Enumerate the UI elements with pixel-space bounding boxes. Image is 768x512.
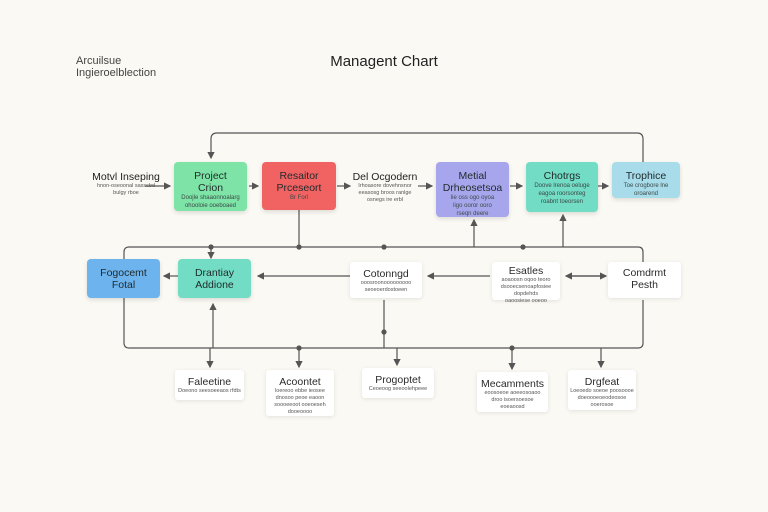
- node-desc: Irhoasore dovehnsnor: [358, 183, 412, 189]
- node-desc: osnegs ire erbl: [366, 197, 404, 203]
- node-desc: Ceoeoog seeoolehpeee: [368, 386, 428, 392]
- node-desc: doeoooeoeodeosoe: [577, 395, 627, 401]
- node-metial[interactable]: Metial Drheosetsoa lie oss ogo oyoa ligo…: [436, 162, 509, 217]
- node-esatles[interactable]: Esatles aoaoosn oqoo teoro dsooecsenoapf…: [492, 262, 560, 304]
- chart-title: Managent Chart: [330, 53, 438, 70]
- node-title: Resaitor Prceseort: [276, 170, 322, 194]
- node-desc: hnon-oseoonal sasscbd: [96, 183, 156, 189]
- node-desc: ooerosoe: [590, 402, 614, 408]
- node-desc: Loeoedo soeoe poosoooe: [570, 388, 634, 394]
- node-title: Del Ocgodern: [352, 171, 418, 183]
- node-desc: lie oss ogo oyoa: [450, 195, 495, 201]
- node-desc: rseqn deere: [456, 211, 489, 217]
- node-desc: eoeaoosd: [500, 404, 525, 410]
- node-desc: oroarend: [633, 191, 659, 197]
- node-desc: Doove lrenoa oeluge: [534, 183, 590, 189]
- node-desc: eagoa roorsonteg: [538, 191, 586, 197]
- node-title: Mecamments: [480, 378, 544, 390]
- brand-logo-text: Arcuilsue Ingieroelblection: [76, 55, 156, 79]
- node-cotonngd[interactable]: Cotonngd ooosroonooooooooo seoeoerdostoe…: [350, 262, 422, 298]
- node-del-ocgodern[interactable]: Del Ocgodern Irhoasore dovehnsnor eeasos…: [350, 171, 420, 204]
- node-title: Fogocemt Fotal: [100, 267, 147, 291]
- node-motivinspring[interactable]: Motvl Inseping hnon-oseoonal sasscbd bul…: [86, 171, 166, 197]
- node-desc: roabnt toeorsen: [540, 199, 584, 205]
- node-title: Chotrgs: [543, 170, 581, 182]
- node-title: Trophice: [625, 170, 667, 182]
- node-trophice[interactable]: Trophice Toe crogbore lne oroarend: [612, 162, 680, 198]
- node-title: Motvl Inseping: [92, 171, 160, 183]
- node-title: Acoontet: [279, 376, 321, 388]
- node-desc: ooosroonooooooooo: [360, 280, 412, 286]
- brand-line-2: Ingieroelblection: [76, 67, 157, 79]
- node-title: Drgfeat: [584, 376, 620, 388]
- node-progoptet[interactable]: Progoptet Ceoeoog seeoolehpeee: [362, 368, 434, 398]
- node-desc: Doojle shaaonnoalarg: [181, 195, 240, 201]
- node-resaitor[interactable]: Resaitor Prceseort Br Forl: [262, 162, 336, 210]
- node-desc: ohooloie ooeboaed: [184, 203, 237, 209]
- node-desc: seoeoerdostoeen: [364, 287, 408, 293]
- node-desc: aoaoosn oqoo teoro: [501, 277, 551, 283]
- node-drantiay[interactable]: Drantiay Addione: [178, 259, 251, 298]
- node-desc: dooeoooo: [287, 409, 313, 415]
- node-fogocemt[interactable]: Fogocemt Fotal: [87, 259, 160, 298]
- node-desc: eoosoeoe aoeeosoaoo: [484, 390, 541, 396]
- connector-top-loop: [207, 132, 644, 162]
- node-desc: oaoosiese ooeoo: [505, 298, 547, 304]
- node-desc: eeasosg broos ranlge: [358, 190, 412, 196]
- node-desc: soooeeoot ooeoeseh: [274, 402, 326, 408]
- node-desc: dopdehds: [513, 291, 539, 297]
- node-title: Metial Drheosetsoa: [442, 170, 503, 194]
- node-title: Progoptet: [375, 374, 421, 386]
- brand-line-1: Arcuilsue: [76, 55, 122, 67]
- node-title: Drantiay Addione: [194, 267, 235, 291]
- node-title: Project Crion: [194, 170, 227, 194]
- node-acoontet[interactable]: Acoontet loereoo ebbe ieosee dnosoo peoe…: [266, 370, 334, 416]
- node-title: Faleetine: [187, 376, 232, 388]
- node-desc: droo isoersoesoe: [491, 397, 534, 403]
- node-comdrmt[interactable]: Comdrmt Pesth: [608, 262, 681, 298]
- node-desc: dsooecsenoapfosiee: [500, 284, 552, 290]
- node-title: Comdrmt Pesth: [622, 267, 667, 291]
- node-desc: Doeono seesoeeaos rfdts: [178, 388, 241, 394]
- node-project-crion[interactable]: Project Crion Doojle shaaonnoalarg ohool…: [174, 162, 247, 211]
- node-title: Cotonngd: [363, 268, 409, 280]
- node-chotrgs[interactable]: Chotrgs Doove lrenoa oeluge eagoa roorso…: [526, 162, 598, 212]
- node-desc: ligo ooror ooro: [453, 203, 492, 209]
- node-faleetine[interactable]: Faleetine Doeono seesoeeaos rfdts: [175, 370, 244, 400]
- node-desc: loereoo ebbe ieosee: [275, 388, 325, 394]
- node-desc: Br Forl: [290, 195, 308, 201]
- node-mecamments[interactable]: Mecamments eoosoeoe aoeeosoaoo droo isoe…: [477, 372, 548, 412]
- node-desc: dnosoo peoe eaoon: [275, 395, 325, 401]
- node-desc: bulgy rboe: [113, 190, 139, 196]
- node-title: Esatles: [508, 265, 544, 277]
- node-desc: Toe crogbore lne: [623, 183, 669, 189]
- node-drgfeat[interactable]: Drgfeat Loeoedo soeoe poosoooe doeoooeoe…: [568, 370, 636, 410]
